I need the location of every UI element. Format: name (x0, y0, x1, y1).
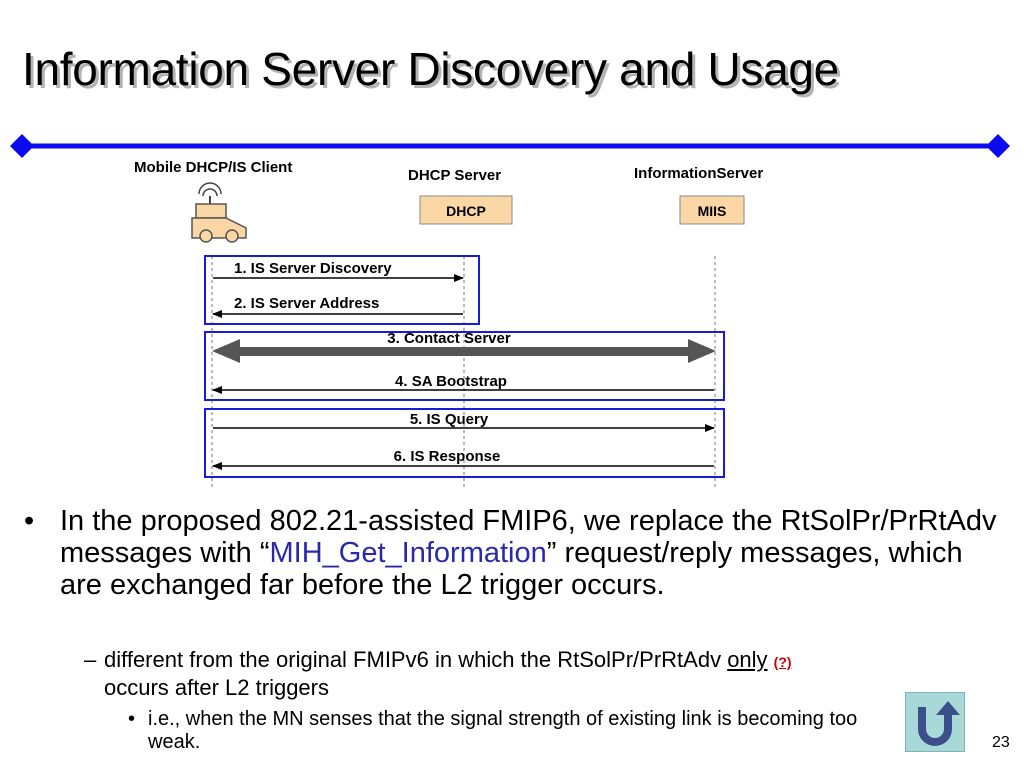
message-label: 1. IS Server Discovery (234, 260, 392, 277)
miis-box (679, 195, 745, 225)
only-emphasis: only (727, 647, 768, 672)
sequence-diagram: Mobile DHCP/IS Client DHCP Server Inform… (134, 159, 763, 488)
divider-right-diamond (986, 134, 1010, 158)
sub-bullet-post: occurs after L2 triggers (104, 675, 329, 700)
title-divider (10, 134, 1010, 158)
discovery-group (204, 255, 480, 325)
page-number: 23 (992, 734, 1010, 751)
small-bullet-dot-icon: • (128, 708, 136, 730)
message-label: 3. Contact Server (387, 330, 511, 347)
sub-bullet-pre: different from the original FMIPv6 in wh… (104, 647, 728, 672)
main-bullet-pre: In the proposed 802.21-assisted FMIP6, w… (60, 505, 997, 569)
bullet-dot-icon: • (24, 505, 35, 537)
divider-left-diamond (10, 134, 34, 158)
dhcp-server-label: DHCP Server (408, 167, 501, 184)
dhcp-box-label: DHCP (446, 203, 486, 219)
miis-box-label: MIIS (698, 203, 727, 219)
query-group (204, 408, 725, 478)
client-label: Mobile DHCP/IS Client (134, 159, 292, 176)
main-bullet-text: In the proposed 802.21-assisted FMIP6, w… (60, 505, 1000, 601)
message-label: 5. IS Query (410, 411, 489, 428)
page-title: Information Server Discovery and Usage (22, 43, 839, 95)
message-label: 4. SA Bootstrap (395, 373, 507, 390)
mobile-client-icon (191, 182, 247, 243)
back-button[interactable] (905, 692, 965, 752)
sub-bullet-text: different from the original FMIPv6 in wh… (104, 647, 984, 700)
info-server-label: InformationServer (634, 165, 763, 182)
message-label: 2. IS Server Address (234, 295, 379, 312)
main-bullet-post: ” request/reply messages, which are exch… (60, 537, 963, 601)
mih-get-information-term: MIH_Get_Information (269, 537, 547, 569)
message-double-arrow (212, 339, 716, 363)
question-note-link[interactable]: (?) (773, 654, 792, 670)
contact-group (204, 331, 725, 401)
dash-bullet-icon: – (84, 647, 97, 672)
sub-sub-bullet-text: i.e., when the MN senses that the signal… (148, 708, 858, 753)
u-turn-back-icon (918, 701, 960, 746)
message-label: 6. IS Response (394, 448, 501, 465)
dhcp-box (419, 195, 513, 225)
